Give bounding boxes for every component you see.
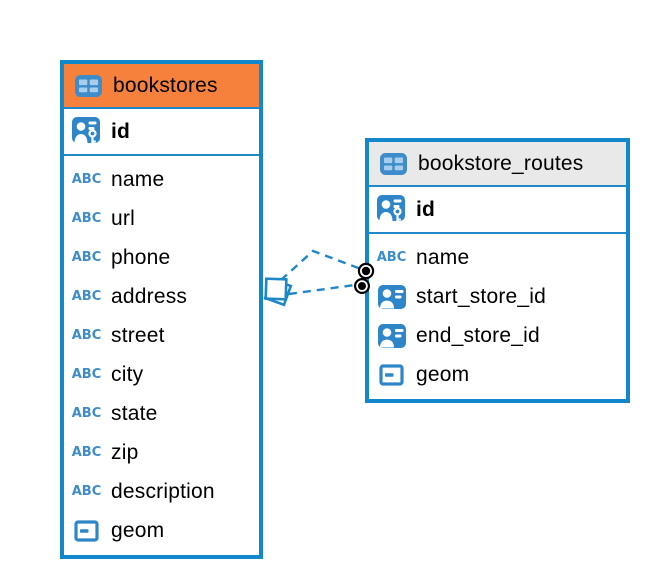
text-type-icon: ABC <box>71 445 102 460</box>
column-row-city[interactable]: ABC city <box>64 355 259 394</box>
table-title: bookstore_routes <box>418 151 584 175</box>
text-type-icon: ABC <box>376 250 407 265</box>
relationship-bookstore_routes-to-bookstores[interactable] <box>263 249 375 307</box>
table-header[interactable]: bookstores <box>64 64 259 109</box>
column-row-id[interactable]: id <box>369 187 626 232</box>
column-label: description <box>111 479 215 503</box>
reference-type-icon <box>375 323 408 349</box>
relationship-line-upper[interactable] <box>280 249 362 281</box>
primary-key-section: id <box>64 109 259 156</box>
reference-type-icon <box>375 284 408 310</box>
column-row-url[interactable]: ABC url <box>64 199 259 238</box>
column-row-geom[interactable]: geom <box>64 511 259 550</box>
text-type-icon: ABC <box>71 211 102 226</box>
column-row-start_store_id[interactable]: start_store_id <box>369 277 626 316</box>
column-row-address[interactable]: ABC address <box>64 277 259 316</box>
primary-key-section: id <box>369 187 626 234</box>
text-type-icon: ABC <box>71 484 102 499</box>
table-title: bookstores <box>113 73 218 97</box>
column-label: id <box>111 119 131 143</box>
column-row-id[interactable]: id <box>64 109 259 154</box>
column-row-description[interactable]: ABC description <box>64 472 259 511</box>
column-label: start_store_id <box>416 284 547 308</box>
column-label: url <box>111 206 135 230</box>
column-row-end_store_id[interactable]: end_store_id <box>369 316 626 355</box>
column-row-state[interactable]: ABC state <box>64 394 259 433</box>
table-icon <box>72 74 105 98</box>
text-type-icon: ABC <box>71 406 102 421</box>
column-label: city <box>111 362 144 386</box>
column-row-phone[interactable]: ABC phone <box>64 238 259 277</box>
column-label: state <box>111 401 158 425</box>
column-label: street <box>111 323 165 347</box>
column-label: end_store_id <box>416 323 540 347</box>
column-label: name <box>111 167 165 191</box>
table-node-bookstore-routes[interactable]: bookstore_routes id ABC name start_store_i… <box>365 138 630 403</box>
column-label: geom <box>416 362 470 386</box>
column-row-name[interactable]: ABC name <box>369 238 626 277</box>
column-row-street[interactable]: ABC street <box>64 316 259 355</box>
column-label: id <box>416 197 436 221</box>
column-label: address <box>111 284 188 308</box>
geometry-type-icon <box>375 363 408 386</box>
column-label: zip <box>111 440 139 464</box>
text-type-icon: ABC <box>71 367 102 382</box>
primary-key-icon <box>375 194 408 225</box>
text-type-icon: ABC <box>71 289 102 304</box>
relationship-line-lower[interactable] <box>288 283 356 296</box>
column-label: geom <box>111 518 165 542</box>
overlapping-squares-marker <box>263 277 293 307</box>
text-type-icon: ABC <box>71 250 102 265</box>
geometry-type-icon <box>70 519 103 542</box>
primary-key-icon <box>70 116 103 147</box>
table-icon <box>377 152 410 176</box>
text-type-icon: ABC <box>71 328 102 343</box>
column-label: phone <box>111 245 171 269</box>
column-label: name <box>416 245 470 269</box>
table-header[interactable]: bookstore_routes <box>369 142 626 187</box>
column-row-zip[interactable]: ABC zip <box>64 433 259 472</box>
text-type-icon: ABC <box>71 172 102 187</box>
column-row-geom[interactable]: geom <box>369 355 626 394</box>
column-row-name[interactable]: ABC name <box>64 160 259 199</box>
